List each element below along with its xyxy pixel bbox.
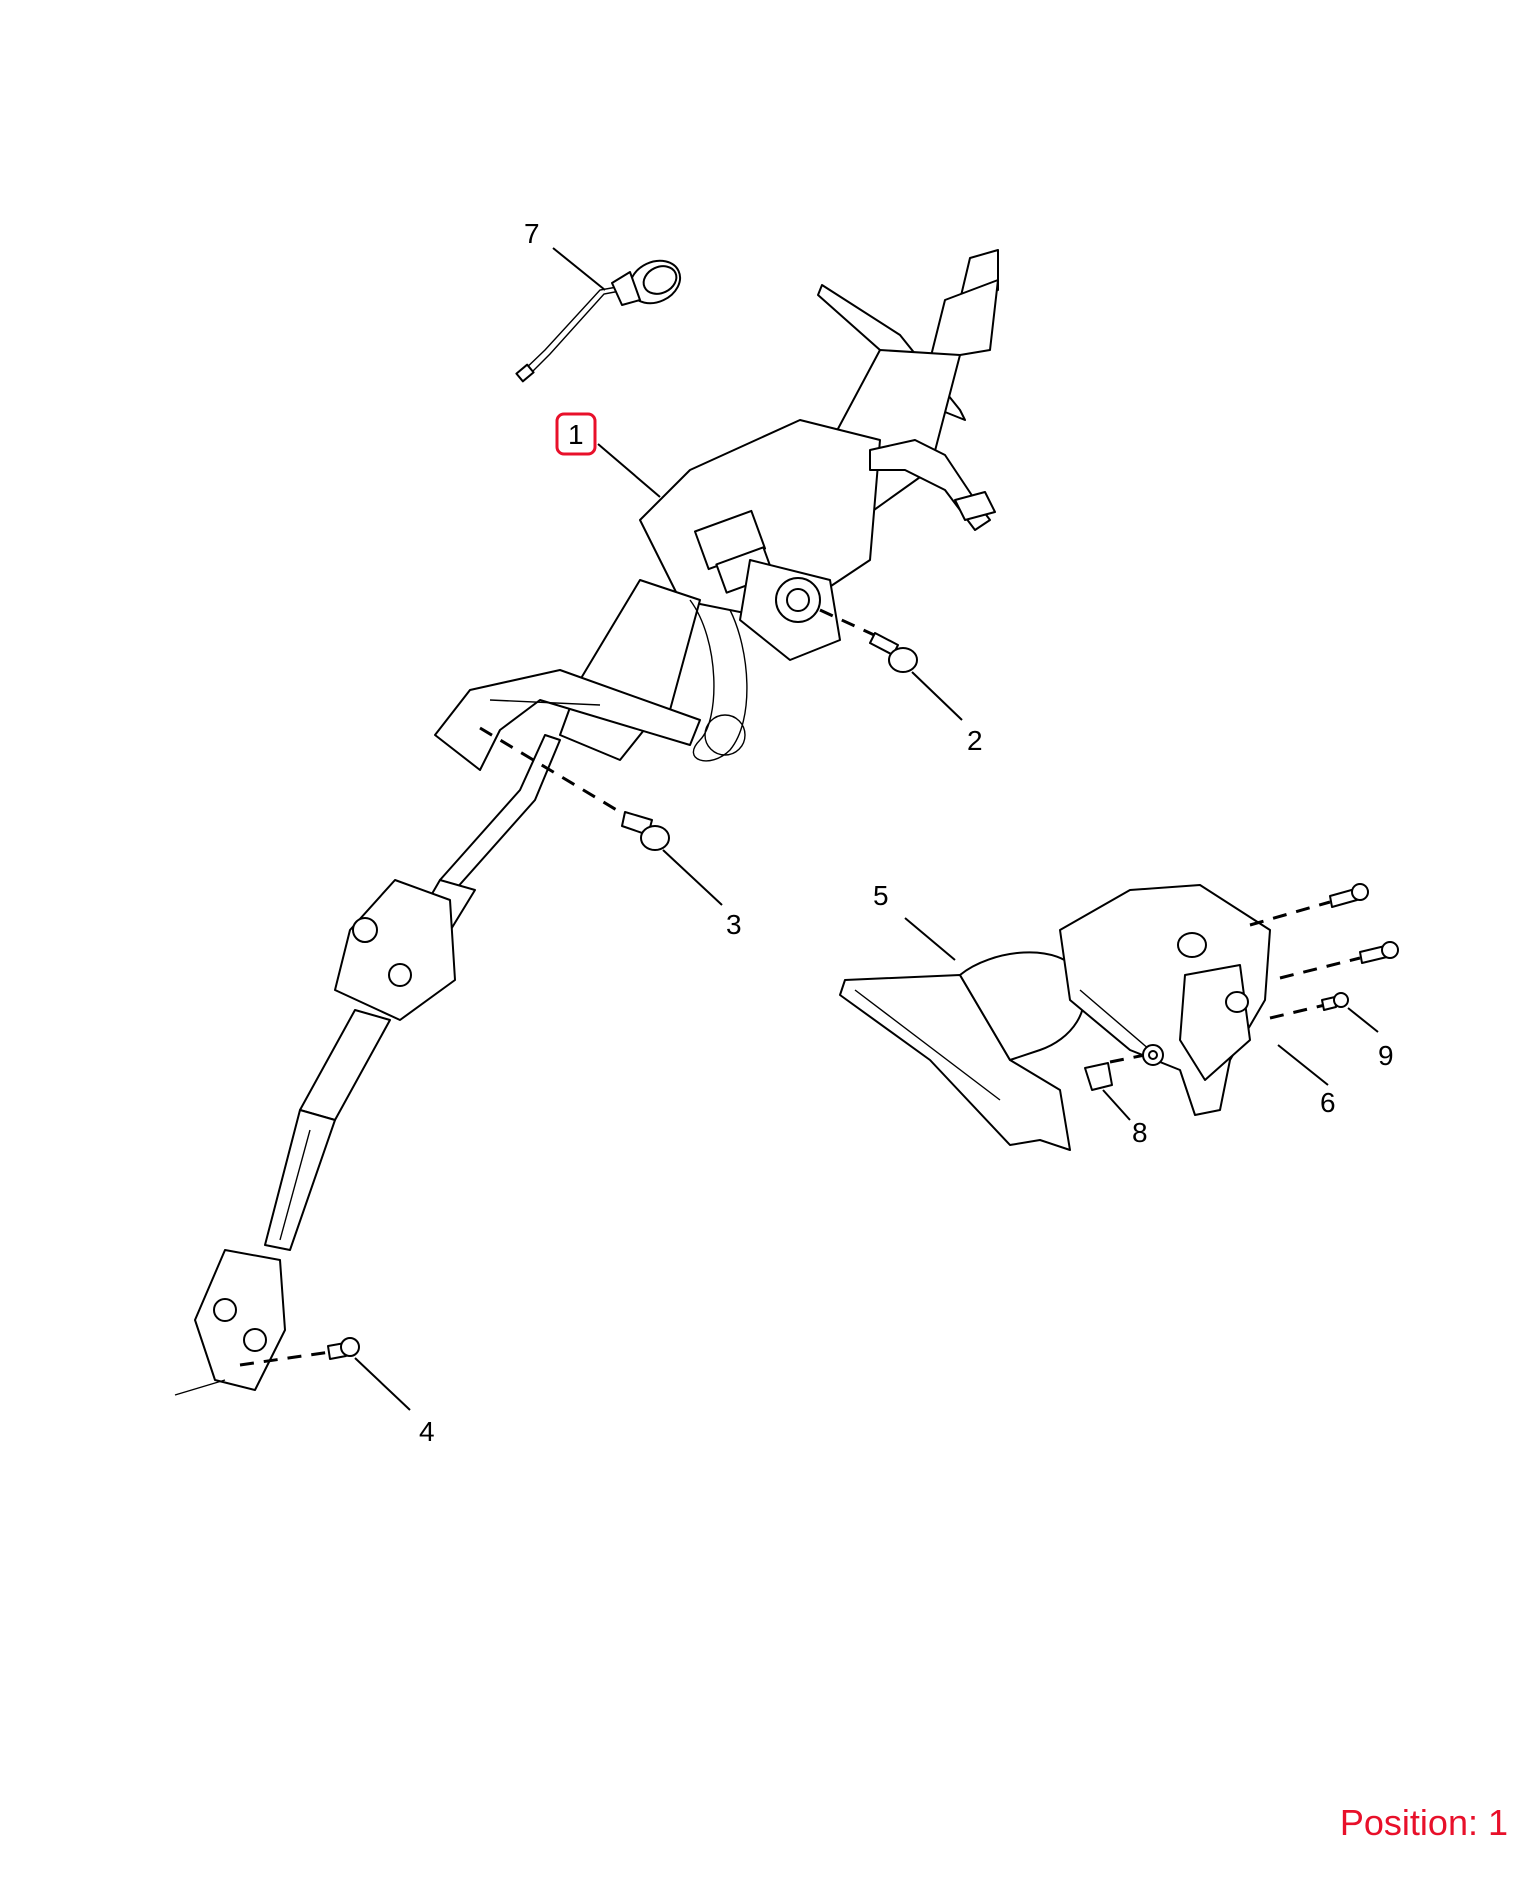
leader-5: [904, 917, 956, 961]
callout-8: 8: [1132, 1117, 1148, 1148]
leader-2: [911, 671, 963, 721]
axis-line-9: [1269, 1003, 1326, 1020]
part-1-steering-column: [174, 249, 999, 1396]
callout-9: 9: [1378, 1040, 1394, 1071]
axis-line-4: [239, 1350, 331, 1367]
part-3-bolt: [621, 811, 670, 851]
part-7-sensor: [515, 259, 682, 383]
leader-8: [1102, 1089, 1131, 1121]
leader-7: [552, 247, 606, 291]
callout-3: 3: [726, 909, 742, 940]
screw-6a: [1329, 883, 1369, 908]
leader-9: [1347, 1007, 1379, 1033]
axis-line-3: [479, 726, 626, 817]
position-label: Position: 1: [1339, 1802, 1508, 1843]
axis-line-6b: [1279, 956, 1361, 980]
axis-line-6a: [1249, 900, 1331, 927]
axis-line-8: [1109, 1051, 1156, 1064]
part-2-bolt: [869, 632, 918, 673]
callout-6: 6: [1320, 1087, 1336, 1118]
leader-1: [597, 443, 661, 498]
part-8-clip: [1084, 1044, 1164, 1091]
callout-1: 1: [568, 419, 584, 450]
callout-7: 7: [524, 218, 540, 249]
callout-2: 2: [967, 725, 983, 756]
callout-1-highlight: [555, 412, 597, 456]
leader-6: [1277, 1044, 1329, 1086]
leader-3: [662, 849, 723, 906]
part-5-lower-shroud: [839, 951, 1086, 1151]
callout-5: 5: [873, 880, 889, 911]
part-4-bolt: [327, 1337, 360, 1360]
part-9-screw: [1321, 992, 1349, 1011]
callout-4: 4: [419, 1416, 435, 1447]
leader-4: [354, 1357, 411, 1411]
part-6-upper-shroud: [1059, 884, 1271, 1116]
screw-6b: [1359, 941, 1399, 964]
